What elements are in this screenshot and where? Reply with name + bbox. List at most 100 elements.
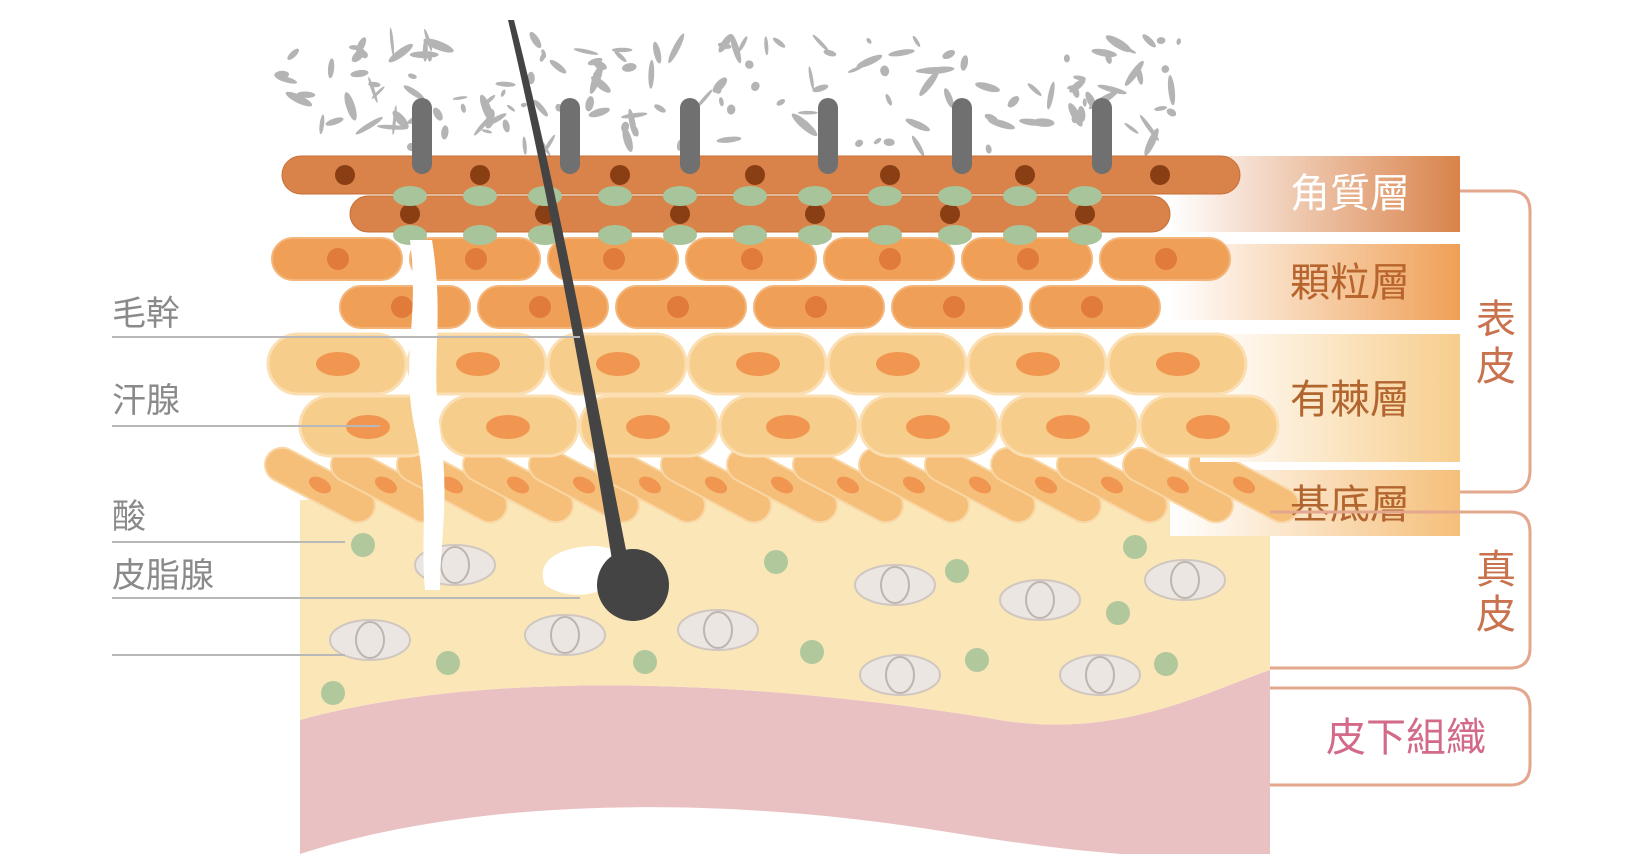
granulosum-nucleus <box>603 248 625 270</box>
granulosum-nucleus <box>667 296 689 318</box>
dermis-cells <box>329 544 1226 696</box>
spinosum-nucleus <box>876 352 920 376</box>
debris-speck <box>791 113 818 137</box>
debris-speck <box>1142 34 1156 48</box>
debris-speck <box>621 121 630 133</box>
debris-speck <box>622 127 633 152</box>
debris-speck <box>361 51 368 59</box>
debris-speck <box>797 110 818 115</box>
debris-speck <box>944 88 954 108</box>
corneum-nucleus <box>1075 204 1095 224</box>
debris-speck <box>812 84 829 93</box>
corneum-nucleus <box>940 204 960 224</box>
corneum-nucleus <box>335 165 355 185</box>
debris-speck <box>888 49 915 57</box>
debris-speck <box>653 41 662 64</box>
spinosum-nucleus <box>766 415 810 439</box>
dermis-cell <box>677 609 759 651</box>
debris-speck <box>719 97 724 107</box>
surface-pins <box>412 98 1112 174</box>
debris-speck <box>1097 84 1127 95</box>
debris-speck <box>591 76 611 93</box>
dermis-cell <box>859 654 941 696</box>
dermis-granules <box>321 533 1178 705</box>
spinosum-nucleus <box>486 415 530 439</box>
debris-speck <box>1161 65 1170 73</box>
granule <box>1003 225 1037 245</box>
granule <box>798 186 832 206</box>
debris-speck <box>485 113 507 126</box>
debris-speck <box>1156 37 1166 44</box>
epidermis-char-2: 皮 <box>1476 344 1516 390</box>
dermis-granule <box>965 648 989 672</box>
corneum-nucleus <box>1150 165 1170 185</box>
dermis-layer <box>300 480 1270 725</box>
subcutaneous-layer <box>300 670 1270 854</box>
acid-label: 酸 <box>112 497 146 537</box>
debris-speck <box>621 112 648 119</box>
debris-speck <box>987 118 1015 130</box>
granulosum-nucleus <box>805 296 827 318</box>
debris-speck <box>730 33 742 64</box>
granule <box>598 225 632 245</box>
basale-nucleus <box>440 476 464 494</box>
debris-speck <box>409 51 439 59</box>
basale-nucleus <box>1166 476 1190 494</box>
debris-speck <box>522 136 527 155</box>
debris-speck <box>808 66 814 90</box>
basale-nucleus <box>638 476 662 494</box>
debris-speck <box>351 48 365 63</box>
debris-speck <box>905 118 930 132</box>
debris-speck <box>287 48 299 60</box>
corneum-nucleus <box>1015 165 1035 185</box>
dermis-cell-nucleus <box>1085 656 1115 694</box>
basale-cell <box>1122 446 1234 524</box>
debris-speck <box>912 35 921 48</box>
debris-speck <box>942 49 956 60</box>
debris-speck <box>812 34 829 52</box>
debris-speck <box>344 92 357 121</box>
spinosum-nucleus <box>1016 352 1060 376</box>
debris-speck <box>712 77 728 93</box>
basale-nucleus <box>506 476 530 494</box>
basale-cell <box>990 446 1102 524</box>
debris-speck <box>500 89 506 97</box>
debris-speck <box>648 59 655 89</box>
debris-speck <box>424 28 433 52</box>
debris-speck <box>873 137 882 145</box>
debris-speck <box>495 81 516 87</box>
dermis-granule <box>633 650 657 674</box>
debris-speck <box>527 71 535 85</box>
debris-speck <box>520 102 527 108</box>
debris-speck <box>611 47 633 53</box>
surface-pin <box>412 98 432 174</box>
granulosum-nucleus <box>529 296 551 318</box>
dermis-cell <box>524 614 606 656</box>
epidermis-bracket <box>1460 189 1532 494</box>
granule <box>733 186 767 206</box>
granule <box>663 186 697 206</box>
granule <box>938 186 972 206</box>
spinosum-nucleus <box>316 352 360 376</box>
debris-speck <box>823 49 837 57</box>
debris-speck <box>622 63 637 72</box>
granule <box>938 225 972 245</box>
subcutaneous-bottom-curve <box>300 807 1120 854</box>
granule <box>393 186 427 206</box>
granule <box>868 225 902 245</box>
spinosum-nucleus <box>736 352 780 376</box>
debris-speck <box>355 116 383 135</box>
debris-speck <box>716 136 742 143</box>
sebaceous-gland-label: 皮脂腺 <box>112 556 214 596</box>
granule <box>1068 225 1102 245</box>
granule <box>598 186 632 206</box>
debris-speck <box>764 36 769 56</box>
debris-speck <box>1124 122 1139 134</box>
debris-speck <box>1124 60 1144 86</box>
debris-speck <box>1019 118 1045 126</box>
spinosum-nucleus <box>1186 415 1230 439</box>
epidermis-char-1: 表 <box>1476 297 1516 343</box>
basale-nucleus <box>770 476 794 494</box>
basale-cell <box>726 446 838 524</box>
granulosum-nucleus <box>465 248 487 270</box>
